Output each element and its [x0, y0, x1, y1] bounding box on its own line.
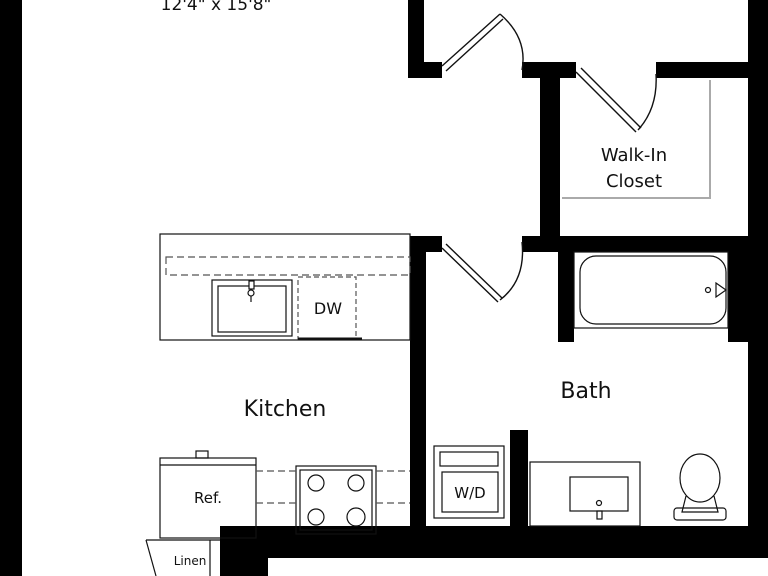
room-dimensions: 12'4" x 15'8"	[161, 0, 272, 15]
door-bath	[441, 241, 524, 303]
wall-upper-stub	[408, 62, 442, 78]
wall-closet-left	[540, 62, 560, 252]
refrigerator	[159, 450, 257, 539]
washer-dryer-label: W/D	[454, 484, 485, 502]
door-upper	[441, 13, 524, 72]
wall-tub-left	[558, 236, 574, 342]
wall-bottom-step	[220, 540, 268, 576]
wall-wd-partition	[510, 430, 528, 526]
kitchen-sink	[211, 279, 293, 337]
refrigerator-label: Ref.	[194, 489, 222, 507]
bath	[433, 251, 729, 527]
closet-label-line1: Walk-In	[601, 145, 667, 166]
wall-closet-top-right	[656, 62, 748, 78]
range-stove	[295, 465, 377, 535]
closet-label-line2: Closet	[606, 171, 662, 192]
kitchen-label: Kitchen	[244, 397, 327, 422]
wall-bath-left	[410, 236, 426, 526]
vanity	[529, 461, 641, 527]
bathtub	[573, 251, 729, 329]
bath-label: Bath	[560, 379, 611, 404]
counter-dashed-edge	[165, 256, 411, 276]
dishwasher	[297, 276, 362, 341]
wall-left-exterior	[0, 0, 22, 576]
kitchen-counter	[159, 233, 411, 341]
dishwasher-label: DW	[314, 299, 342, 318]
closet-shelf-line	[562, 80, 711, 199]
linen-closet	[145, 539, 220, 576]
wall-bottom-exterior	[220, 526, 768, 558]
wall-tub-right	[728, 236, 748, 342]
wall-upper-vertical	[408, 0, 424, 78]
washer-dryer	[433, 445, 505, 519]
toilet	[673, 453, 727, 521]
wall-right-exterior	[748, 0, 768, 558]
doors	[441, 13, 657, 303]
linen-label: Linen	[174, 554, 207, 568]
kitchen	[145, 233, 411, 576]
wall-bath-top	[522, 236, 748, 252]
walk-in-closet	[562, 80, 711, 199]
door-closet	[575, 67, 657, 133]
